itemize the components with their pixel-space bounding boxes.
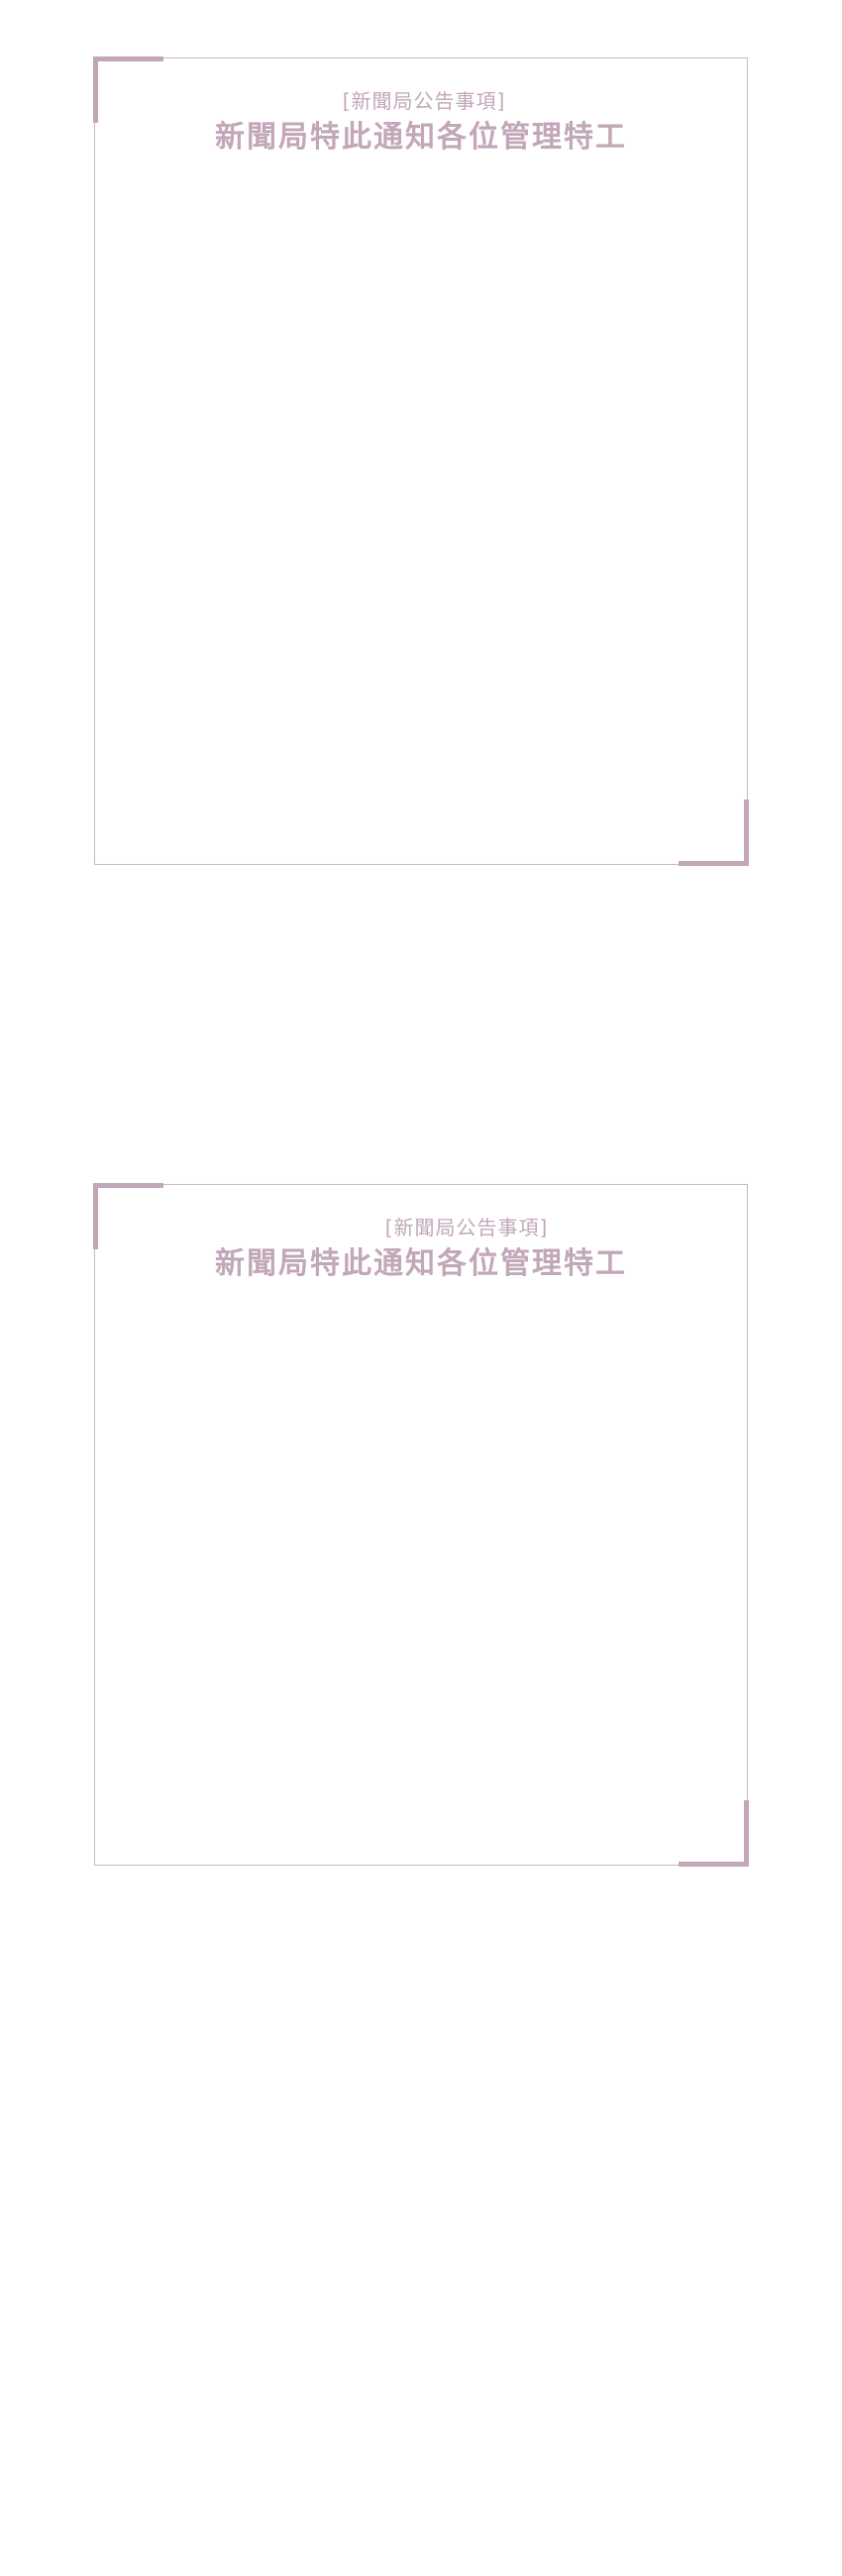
notice-header: [新聞局公告事項] 新聞局特此通知各位管理特工 [95,88,747,158]
corner-bracket-bottom-right [679,800,749,866]
notice-title: 新聞局特此通知各位管理特工 [215,120,627,155]
corner-bracket-bottom-right [679,1800,749,1867]
notice-tag: [新聞局公告事項] [342,89,506,113]
notice-header: [新聞局公告事項] 新聞局特此通知各位管理特工 [95,1215,747,1284]
notice-title: 新聞局特此通知各位管理特工 [215,1246,627,1281]
notice-tag: [新聞局公告事項] [384,1216,549,1239]
notice-panel-1: [新聞局公告事項] 新聞局特此通知各位管理特工 [93,56,749,866]
notice-panel-2: [新聞局公告事項] 新聞局特此通知各位管理特工 [93,1183,749,1867]
